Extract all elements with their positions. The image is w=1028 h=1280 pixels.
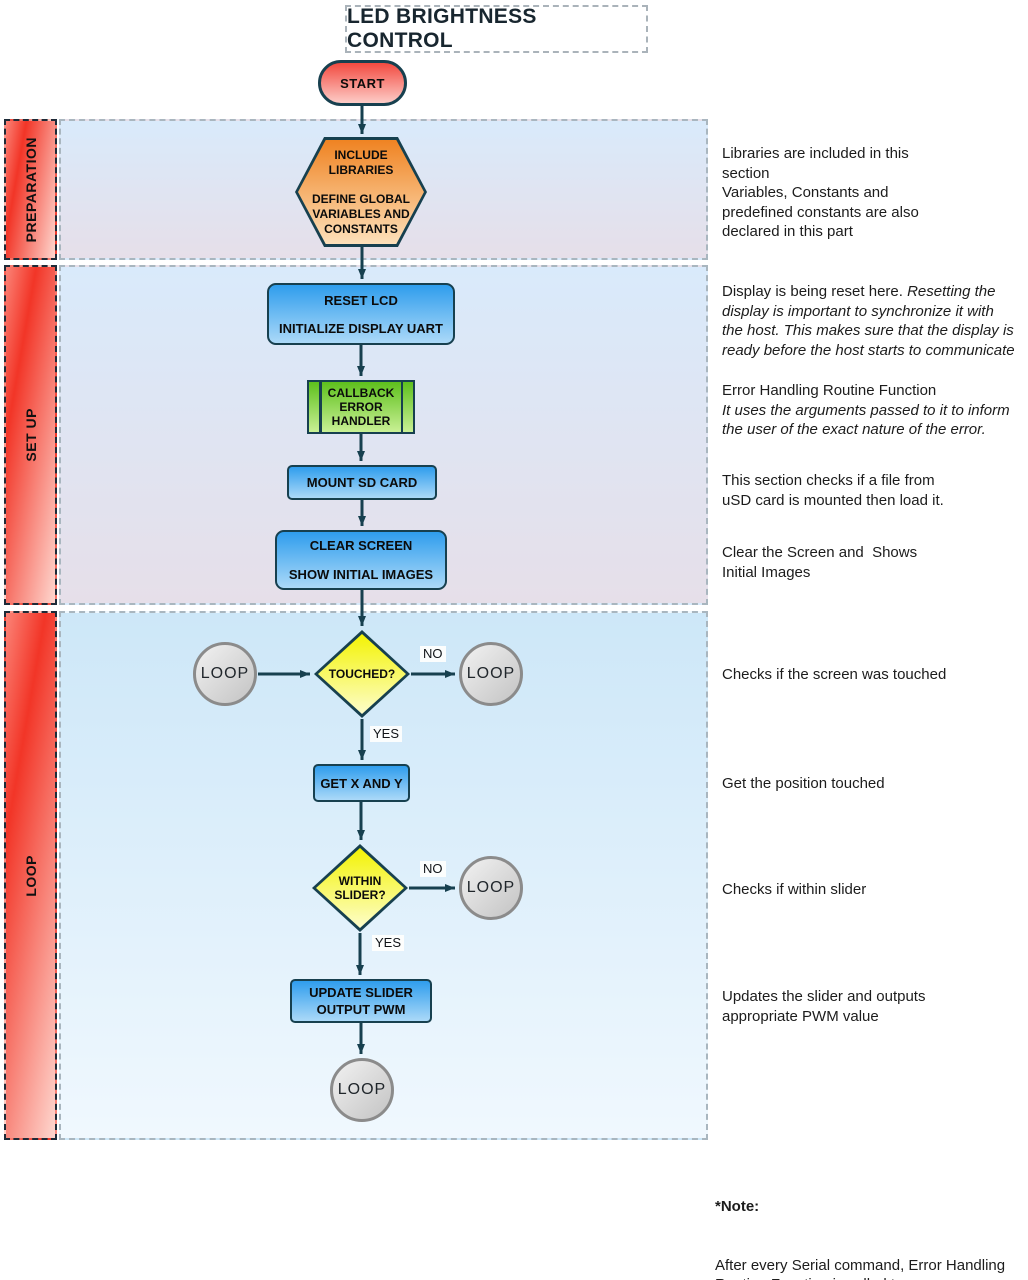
process-update-slider: UPDATE SLIDER OUTPUT PWM <box>290 979 432 1023</box>
annotation-within-slider: Checks if within slider <box>722 881 867 898</box>
annotation-clear-screen: Clear the Screen and Shows Initial Image… <box>722 544 918 581</box>
process-mount-sd-card: MOUNT SD CARD <box>287 465 437 500</box>
section-label-setup: SET UP <box>4 265 57 605</box>
edge-label-within-no: NO <box>420 861 446 877</box>
touched-label: TOUCHED? <box>328 667 396 681</box>
hexagon-text-top: INCLUDE LIBRARIES <box>328 147 394 177</box>
update-slider-line1: UPDATE SLIDER <box>309 985 413 1000</box>
start-label: START <box>340 75 385 91</box>
section-label-preparation: PREPARATION <box>4 119 57 260</box>
edge-label-touched-yes: YES <box>370 726 403 742</box>
update-slider-line2: OUTPUT PWM <box>316 1002 406 1017</box>
process-clear-screen: CLEAR SCREEN SHOW INITIAL IMAGES <box>275 530 447 590</box>
mount-sd-label: MOUNT SD CARD <box>306 475 418 490</box>
footnote-title: *Note: <box>715 1198 760 1215</box>
predefined-callback-error-handler: CALLBACK ERROR HANDLER <box>307 380 415 434</box>
annotation-touched: Checks if the screen was touched <box>722 666 947 683</box>
section-label-setup-text: SET UP <box>22 408 39 462</box>
reset-lcd-line1: RESET LCD <box>324 292 398 308</box>
reset-lcd-line2: INITIALIZE DISPLAY UART <box>279 320 443 336</box>
get-xy-label: GET X AND Y <box>320 775 403 791</box>
annotation-reset-display: Display is being reset here. Resetting t… <box>722 282 1022 360</box>
predefined-right-bar <box>400 382 403 432</box>
diagram-title: LED BRIGHTNESS CONTROL <box>347 5 537 52</box>
annotation-reset-normal: Display is being reset here. <box>722 283 908 300</box>
section-label-loop: LOOP <box>4 611 57 1140</box>
footnote: *Note: After every Serial command, Error… <box>715 1158 1020 1280</box>
loop-connector-within-no: LOOP <box>459 856 523 920</box>
within-slider-label: WITHIN SLIDER? <box>334 874 386 902</box>
loop-right1-label: LOOP <box>466 665 516 682</box>
annotation-reset-italic: Resetting the display is important to sy… <box>722 283 1015 359</box>
clear-screen-line2: SHOW INITIAL IMAGES <box>288 567 434 582</box>
loop-connector-left: LOOP <box>193 642 257 706</box>
edge-label-touched-no: NO <box>420 646 446 662</box>
preparation-hexagon: INCLUDE LIBRARIES DEFINE GLOBAL VARIABLE… <box>295 137 427 247</box>
section-label-preparation-text: PREPARATION <box>22 136 39 243</box>
loop-bottom-label: LOOP <box>337 1081 387 1098</box>
callback-label: CALLBACK ERROR HANDLER <box>327 386 395 428</box>
loop-left-label: LOOP <box>200 665 250 682</box>
edge-label-within-yes: YES <box>372 935 405 951</box>
annotation-preparation: Libraries are included in this section V… <box>722 145 919 240</box>
annotation-get-position: Get the position touched <box>722 775 885 792</box>
process-get-x-and-y: GET X AND Y <box>313 764 410 802</box>
clear-screen-line1: CLEAR SCREEN <box>309 538 413 553</box>
hexagon-text-bottom: DEFINE GLOBAL VARIABLES AND CONSTANTS <box>312 191 410 236</box>
annotation-error-handler: Error Handling Routine Function It uses … <box>722 381 1022 440</box>
annotation-update-slider: Updates the slider and outputs appropria… <box>722 988 926 1025</box>
loop-right2-label: LOOP <box>466 879 516 896</box>
start-terminator: START <box>318 60 407 106</box>
footnote-body: After every Serial command, Error Handli… <box>715 1256 1006 1280</box>
predefined-left-bar <box>319 382 322 432</box>
process-reset-lcd: RESET LCD INITIALIZE DISPLAY UART <box>267 283 455 345</box>
loop-connector-bottom: LOOP <box>330 1058 394 1122</box>
section-label-loop-text: LOOP <box>22 854 39 897</box>
diagram-title-box: LED BRIGHTNESS CONTROL <box>345 5 648 53</box>
annotation-error-italic: It uses the arguments passed to it to in… <box>722 401 1010 439</box>
annotation-sd-card: This section checks if a file from uSD c… <box>722 472 944 509</box>
annotation-error-normal: Error Handling Routine Function <box>722 382 937 399</box>
loop-connector-touched-no: LOOP <box>459 642 523 706</box>
